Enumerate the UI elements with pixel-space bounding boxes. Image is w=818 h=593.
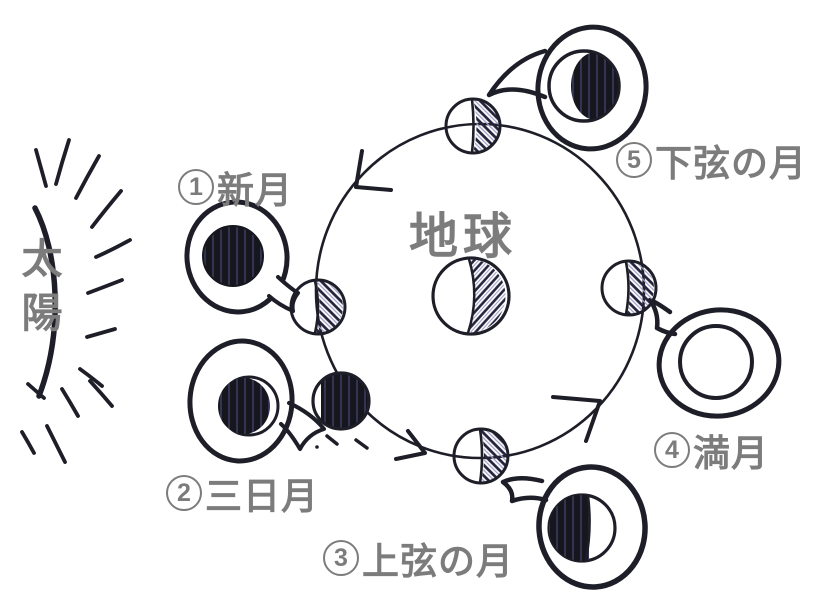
- sun-rays: [20, 138, 132, 464]
- bubble-last-quarter-moon: [486, 24, 649, 152]
- phase-name: 上弦の月: [362, 541, 514, 582]
- earth-drawing: [431, 256, 511, 336]
- sun-drawing: [20, 138, 132, 464]
- orbit-moon-first-quarter-position: [452, 427, 510, 485]
- label-full-moon: 4 満月: [654, 423, 769, 477]
- orbit-arrow-top-left: [354, 149, 393, 192]
- orbit-moon-crescent-position: [311, 371, 371, 431]
- phase-number-circle: 2: [166, 475, 202, 511]
- bubble-full-moon: [647, 297, 782, 419]
- phase-number-circle: 3: [323, 540, 359, 576]
- sun-arc: [32, 205, 58, 399]
- bubble-new-moon: [184, 199, 300, 315]
- phase-name: 三日月: [205, 476, 319, 517]
- bubble-tail: [500, 476, 549, 504]
- bubble-crescent-moon: [187, 338, 326, 464]
- phase-number-circle: 4: [654, 432, 690, 468]
- last-quarter-moon-shadow: [571, 52, 618, 120]
- sun-label: 太陽: [15, 237, 61, 345]
- label-new-moon: 1 新月: [178, 160, 293, 214]
- bubble-first-quarter-moon: [500, 464, 648, 590]
- orbit-arrow-bottom-left: [394, 429, 427, 461]
- bubble-tail: [279, 401, 326, 451]
- label-last-quarter-moon: 5 下弦の月: [616, 133, 807, 187]
- new-moon-disc: [202, 225, 264, 287]
- label-crescent-moon: 2 三日月: [166, 466, 319, 520]
- earth-night-side: [468, 259, 506, 334]
- bubble-tail: [486, 48, 548, 100]
- pen-dashes: [315, 434, 369, 450]
- phase-name: 満月: [693, 433, 769, 474]
- phase-name: 下弦の月: [655, 143, 807, 184]
- crescent-moon-shadow: [218, 378, 270, 434]
- label-first-quarter-moon: 3 上弦の月: [323, 531, 514, 585]
- orbit-arrow-bottom-right: [551, 395, 602, 443]
- earth-label: 地球: [409, 210, 518, 264]
- orbit-moon-last-quarter-position: [444, 97, 502, 155]
- orbit-moon-new-position: [289, 278, 347, 336]
- phase-number-circle: 5: [616, 142, 652, 178]
- bubble-tail: [647, 297, 678, 337]
- phase-name: 新月: [217, 170, 293, 211]
- orbit-moon-full-position: [600, 259, 658, 317]
- full-moon-disc: [678, 324, 754, 400]
- phase-number-circle: 1: [178, 169, 214, 205]
